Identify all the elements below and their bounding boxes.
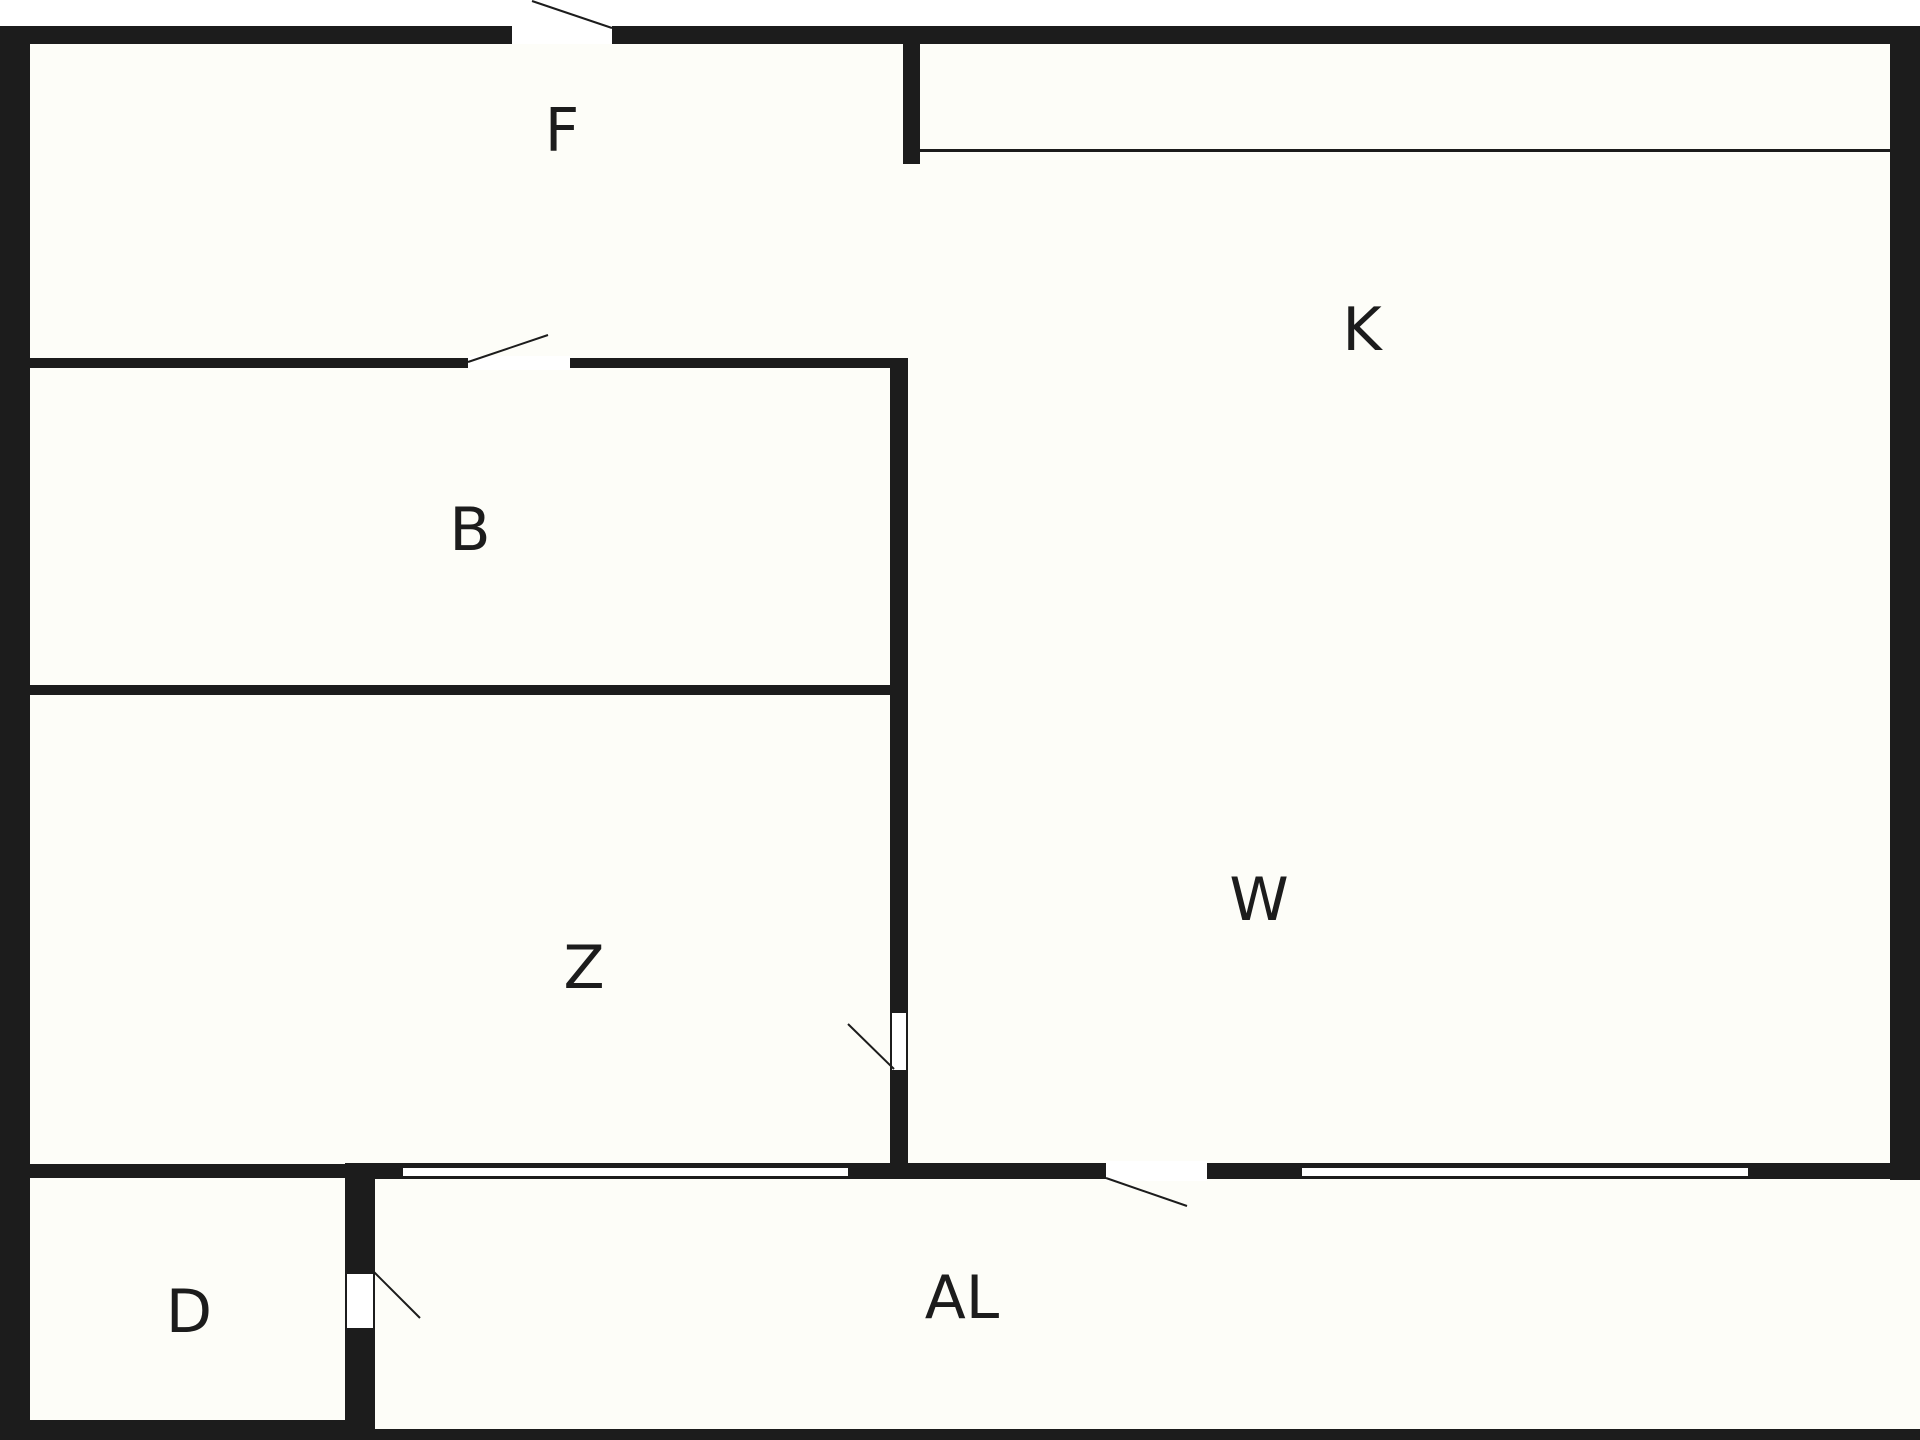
window-right <box>1302 1168 1748 1176</box>
al-door-leaf <box>1105 1177 1188 1207</box>
bath-door-gap <box>468 356 570 370</box>
d-door-leaf <box>373 1271 421 1319</box>
door-openings <box>347 26 1207 1328</box>
room-label-z: Z <box>563 933 604 1003</box>
room-label-k: K <box>1342 295 1383 365</box>
room-label-d: D <box>166 1277 212 1347</box>
floor-area <box>0 30 1920 1440</box>
top-wall <box>0 26 1920 44</box>
z-door-gap <box>892 1013 906 1070</box>
z-door-leaf <box>847 1023 895 1070</box>
room-label-w: W <box>1229 865 1288 935</box>
entry-door-gap <box>512 26 612 44</box>
bath-door-leaf <box>467 334 549 363</box>
entry-door-leaf <box>531 0 613 29</box>
window-left <box>403 1168 848 1176</box>
wall-f-k <box>903 40 920 164</box>
wall-b-z <box>30 685 892 695</box>
bottom-wall-d <box>0 1420 375 1440</box>
al-door-gap <box>1106 1161 1207 1181</box>
windows <box>403 1168 1748 1176</box>
wall-z-d <box>30 1164 352 1178</box>
d-door-gap <box>347 1274 373 1328</box>
room-label-f: F <box>545 96 580 166</box>
door-swings <box>373 0 1188 1319</box>
room-label-al: AL <box>925 1263 1000 1333</box>
k-counter-line <box>920 149 1890 152</box>
right-wall <box>1890 26 1920 1180</box>
left-wall <box>0 26 30 1440</box>
wall-bz-w <box>890 358 908 1168</box>
room-label-b: B <box>449 495 490 565</box>
outer-walls <box>0 26 1920 1440</box>
bottom-wall-al <box>375 1429 1920 1440</box>
